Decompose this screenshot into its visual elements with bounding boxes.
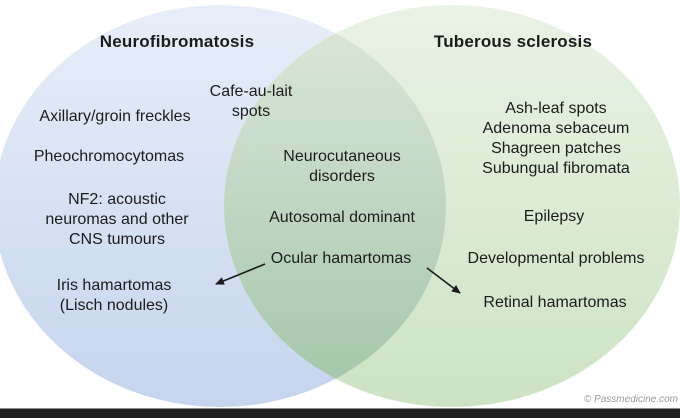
right-circle-title: Tuberous sclerosis <box>433 32 593 51</box>
item-autosomal-dominant: Autosomal dominant <box>269 209 415 226</box>
item-retinal-hamartomas: Retinal hamartomas <box>483 294 627 311</box>
arrow-to-iris-hamartomas <box>215 263 266 285</box>
item-epilepsy: Epilepsy <box>523 208 585 225</box>
bottom-bar <box>0 408 680 418</box>
overlap-region <box>224 5 446 407</box>
passmedicine-watermark: © Passmedicine.com <box>583 394 678 405</box>
item-cafe-au-lait-spots: Cafe-au-lait spots <box>209 83 293 120</box>
item-iris-hamartomas: Iris hamartomas (Lisch nodules) <box>56 277 172 314</box>
item-axillary-groin-freckles: Axillary/groin freckles <box>39 108 191 125</box>
arrow-to-retinal-hamartomas <box>426 267 461 294</box>
item-pheochromocytomas: Pheochromocytomas <box>33 148 185 165</box>
item-neurocutaneous-disorders: Neurocutaneous disorders <box>283 148 401 185</box>
item-skin-findings-list: Ash-leaf spots Adenoma sebaceum Shagreen… <box>482 100 630 177</box>
item-nf2-acoustic-neuromas: NF2: acoustic neuromas and other CNS tum… <box>45 191 189 248</box>
item-developmental-problems: Developmental problems <box>467 250 645 267</box>
left-circle-title: Neurofibromatosis <box>99 32 255 51</box>
item-ocular-hamartomas: Ocular hamartomas <box>270 250 412 267</box>
